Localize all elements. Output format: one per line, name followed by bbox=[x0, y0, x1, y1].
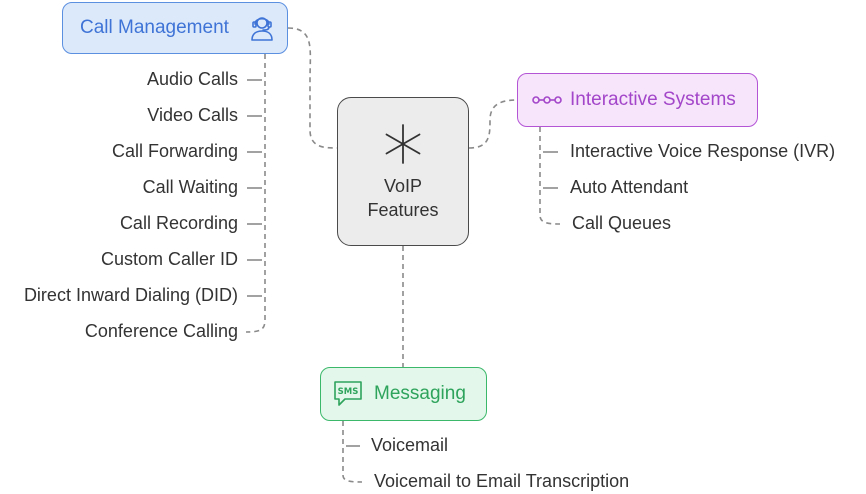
messaging-title: Messaging bbox=[374, 383, 466, 404]
center-title-line1: VoIP bbox=[383, 175, 422, 196]
sms-bubble-icon: SMS bbox=[332, 379, 364, 409]
ms-item-voicemail: Voicemail bbox=[371, 435, 449, 455]
headset-agent-icon bbox=[247, 13, 277, 43]
asterisk-icon bbox=[381, 122, 425, 166]
cm-item-call-waiting: Call Waiting bbox=[142, 177, 238, 197]
connected-nodes-icon bbox=[532, 93, 562, 107]
svg-text:SMS: SMS bbox=[338, 387, 359, 397]
cm-item-conference-calling: Conference Calling bbox=[84, 321, 238, 341]
is-item-auto-attendant: Auto Attendant bbox=[570, 177, 689, 197]
cm-item-call-forwarding: Call Forwarding bbox=[111, 141, 238, 161]
trunk-call-management bbox=[245, 54, 266, 333]
trunk-messaging bbox=[342, 421, 363, 483]
cm-item-video-calls: Video Calls bbox=[147, 105, 238, 125]
connector-call-management bbox=[287, 27, 338, 149]
interactive-systems-title: Interactive Systems bbox=[570, 89, 736, 110]
center-title-line2: Features bbox=[367, 199, 439, 220]
call-management-title: Call Management bbox=[80, 17, 229, 38]
connector-interactive-systems bbox=[468, 99, 518, 149]
cm-item-call-recording: Call Recording bbox=[119, 213, 238, 233]
ms-item-voicemail-email: Voicemail to Email Transcription bbox=[374, 471, 630, 491]
cm-item-audio-calls: Audio Calls bbox=[146, 69, 238, 89]
call-management-node: Call Management bbox=[62, 2, 288, 54]
cm-item-did: Direct Inward Dialing (DID) bbox=[23, 285, 238, 305]
cm-item-custom-caller-id: Custom Caller ID bbox=[100, 249, 238, 269]
center-node: VoIP Features bbox=[337, 97, 469, 246]
interactive-systems-node: Interactive Systems bbox=[517, 73, 758, 127]
is-item-ivr: Interactive Voice Response (IVR) bbox=[570, 141, 836, 161]
is-item-call-queues: Call Queues bbox=[572, 213, 672, 233]
trunk-interactive-systems bbox=[539, 127, 561, 225]
messaging-node: SMS Messaging bbox=[320, 367, 487, 421]
